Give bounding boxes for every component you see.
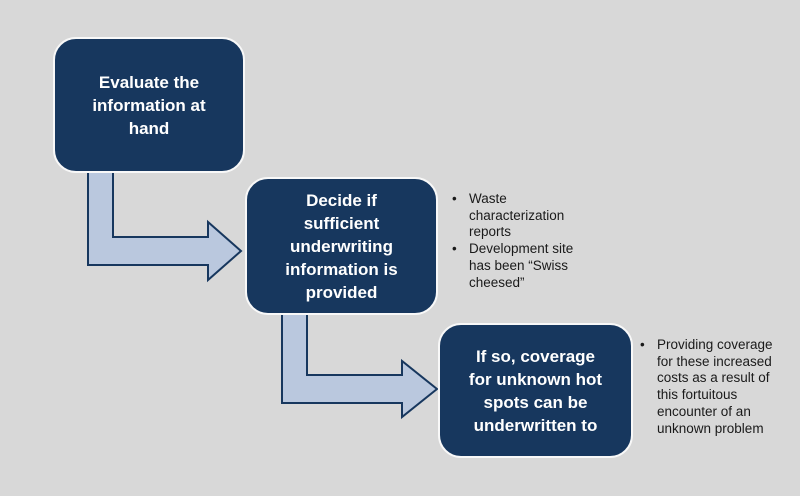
note-text: Providing coverage for these increased c…	[657, 337, 773, 436]
step-box-evaluate-information: Evaluate the information at hand	[53, 37, 245, 173]
bullet-icon: •	[640, 337, 645, 352]
bent-arrow-step1-to-step2	[87, 170, 243, 283]
bent-arrow-step2-to-step3	[281, 312, 439, 420]
step-box-coverage-underwritten: If so, coverage for unknown hot spots ca…	[438, 323, 633, 458]
notes-for-step-2: • Waste characterization reports • Devel…	[450, 191, 595, 291]
note-item: • Development site has been “Swiss chees…	[450, 241, 595, 291]
note-text: Development site has been “Swiss cheesed…	[469, 241, 574, 290]
step-title: Decide if sufficient underwriting inform…	[285, 190, 398, 302]
step-box-decide-sufficient-information: Decide if sufficient underwriting inform…	[245, 177, 438, 315]
note-item: • Waste characterization reports	[450, 191, 595, 241]
notes-for-step-3: • Providing coverage for these increased…	[638, 337, 796, 437]
note-item: • Providing coverage for these increased…	[638, 337, 796, 437]
step-title: If so, coverage for unknown hot spots ca…	[468, 346, 603, 435]
bullet-icon: •	[452, 241, 457, 257]
bullet-icon: •	[452, 191, 457, 206]
note-text: Waste characterization reports	[469, 191, 565, 240]
step-title: Evaluate the information at hand	[92, 72, 206, 138]
